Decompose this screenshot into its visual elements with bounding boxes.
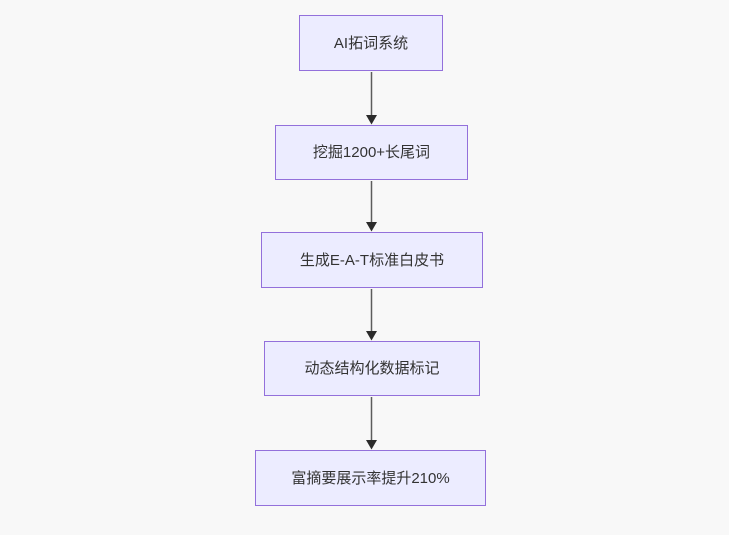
edge-b-to-c (366, 181, 377, 232)
edge-c-to-d (366, 289, 377, 341)
edge-arrowhead-icon (366, 440, 377, 450)
edge-a-to-b (366, 72, 377, 125)
node-ai-keyword-system: AI拓词系统 (299, 15, 443, 71)
edge-arrowhead-icon (366, 222, 377, 232)
node-structured-data-markup: 动态结构化数据标记 (264, 341, 480, 396)
node-rich-snippet-result: 富摘要展示率提升210% (255, 450, 486, 506)
node-longtail-mining: 挖掘1200+长尾词 (275, 125, 468, 180)
edge-d-to-e (366, 397, 377, 450)
node-eat-whitepaper: 生成E-A-T标准白皮书 (261, 232, 483, 288)
edge-arrowhead-icon (366, 115, 377, 125)
edge-arrowhead-icon (366, 331, 377, 341)
